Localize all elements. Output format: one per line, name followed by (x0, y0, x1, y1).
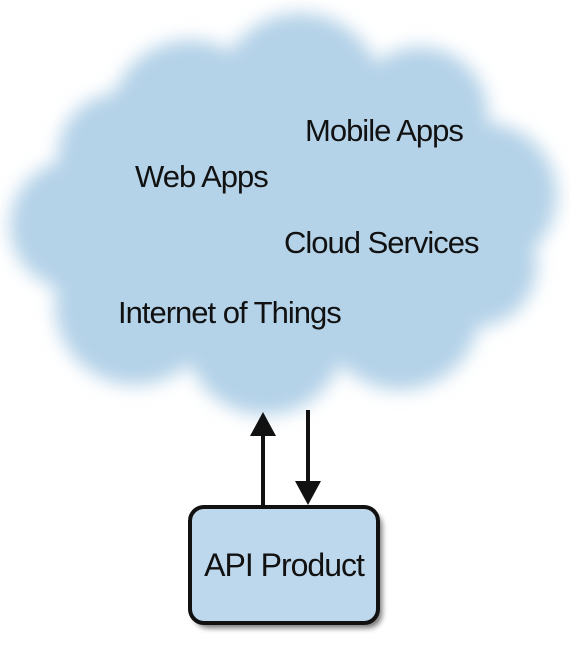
cloud-label-web-apps: Web Apps (135, 159, 268, 194)
cloud-label-cloud-services: Cloud Services (284, 225, 479, 260)
cloud-shape (10, 13, 557, 415)
api-product-label: API Product (204, 547, 365, 583)
cloud-label-internet-of-things: Internet of Things (118, 295, 341, 330)
arrow-up (250, 412, 276, 506)
cloud-label-mobile-apps: Mobile Apps (305, 113, 463, 148)
arrow-down (295, 410, 321, 505)
api-product-box: API Product (188, 505, 382, 628)
